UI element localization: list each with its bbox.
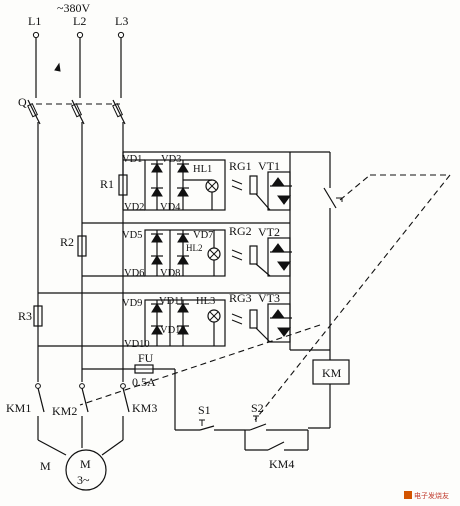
watermark-text: 电子发烧友	[414, 491, 449, 500]
photoresistor-rg2-label: RG2	[229, 224, 252, 238]
diode-vd9-label: VD9	[122, 298, 142, 309]
resistor-r1-label: R1	[100, 177, 114, 191]
motor: M M 3~	[40, 449, 107, 491]
phase-l1-label: L1	[28, 14, 41, 28]
diode-vd8-label: VD8	[160, 268, 180, 279]
channel-1: VD1 VD3 VD2 VD4 HL1	[122, 154, 226, 213]
photoresistor-rg2	[249, 245, 258, 265]
diode-vd3-label: VD3	[161, 154, 181, 165]
switch-s2-label: S2	[251, 401, 264, 415]
contactor-km3-label: KM3	[132, 401, 157, 415]
motor-type-label: 3~	[77, 473, 90, 487]
motor-symbol: M	[80, 457, 91, 471]
resistor-r2	[77, 235, 87, 257]
fuse-fu-label: FU	[138, 351, 154, 365]
lamp-hl2-label: HL2	[186, 243, 203, 253]
phase-lines	[35, 38, 124, 382]
diode-vd10-label: VD10	[124, 339, 150, 350]
motor-ref-label: M	[40, 459, 51, 473]
diode-vd12-label: VD12	[160, 325, 186, 336]
watermark: 电子发烧友	[404, 491, 449, 500]
photoresistor-rg3-label: RG3	[229, 291, 252, 305]
diode-vd4-label: VD4	[160, 202, 181, 213]
diode-vd2-label: VD2	[124, 202, 144, 213]
switch-s1-label: S1	[198, 403, 211, 417]
coil-km-label: KM	[322, 366, 342, 380]
channel-2: VD5 VD7 VD6 VD8 HL2	[82, 229, 226, 279]
triac-vt3-label: VT3	[258, 291, 280, 305]
photoresistors: RG1 RG2 RG3	[229, 159, 258, 329]
resistor-r3-label: R3	[18, 309, 32, 323]
triac-vt1-label: VT1	[258, 159, 280, 173]
lamp-hl1-label: HL1	[193, 164, 212, 175]
resistors: R1 R2 R3	[18, 152, 128, 327]
resistor-r3	[33, 305, 43, 327]
resistor-r2-label: R2	[60, 235, 74, 249]
supply-voltage-label: ~380V	[57, 1, 90, 15]
contact-km4-label: KM4	[269, 457, 294, 471]
control-wiring: KM	[289, 152, 350, 429]
diode-vd6-label: VD6	[124, 268, 144, 279]
contactor-km2-label: KM2	[52, 404, 77, 418]
supply-terminals	[32, 31, 125, 72]
breaker-q: Q	[18, 95, 126, 125]
diode-vd5-label: VD5	[122, 230, 142, 241]
main-contactors: KM1 KM2 KM3	[6, 383, 157, 456]
phase-l3-label: L3	[115, 14, 128, 28]
motor-icon	[65, 449, 107, 491]
lamp-hl3-label: HL3	[196, 296, 215, 307]
fuse-fu: FU 0.5A	[82, 351, 176, 430]
triac-vt2-label: VT2	[258, 225, 280, 239]
breaker-q-label: Q	[18, 95, 27, 109]
diode-vd7-label: VD7	[193, 230, 213, 241]
channel-3: VD9 VD11 VD10 VD12 HL3	[38, 296, 226, 350]
phase-l2-label: L2	[73, 14, 86, 28]
coil-km	[312, 359, 350, 385]
fuse-rating-label: 0.5A	[132, 375, 156, 389]
diode-vd11-label: VD11	[159, 296, 184, 307]
photoresistor-rg3	[249, 309, 258, 329]
photoresistor-rg1	[249, 175, 258, 195]
diode-vd1-label: VD1	[122, 154, 142, 165]
photoresistor-rg1-label: RG1	[229, 159, 252, 173]
mechanical-linkage	[79, 174, 451, 421]
control-switches: S1 S2 KM4	[175, 401, 309, 471]
channel-buses	[38, 151, 330, 294]
contactor-km1-label: KM1	[6, 401, 31, 415]
triacs: VT1 VT2 VT3	[255, 159, 292, 343]
